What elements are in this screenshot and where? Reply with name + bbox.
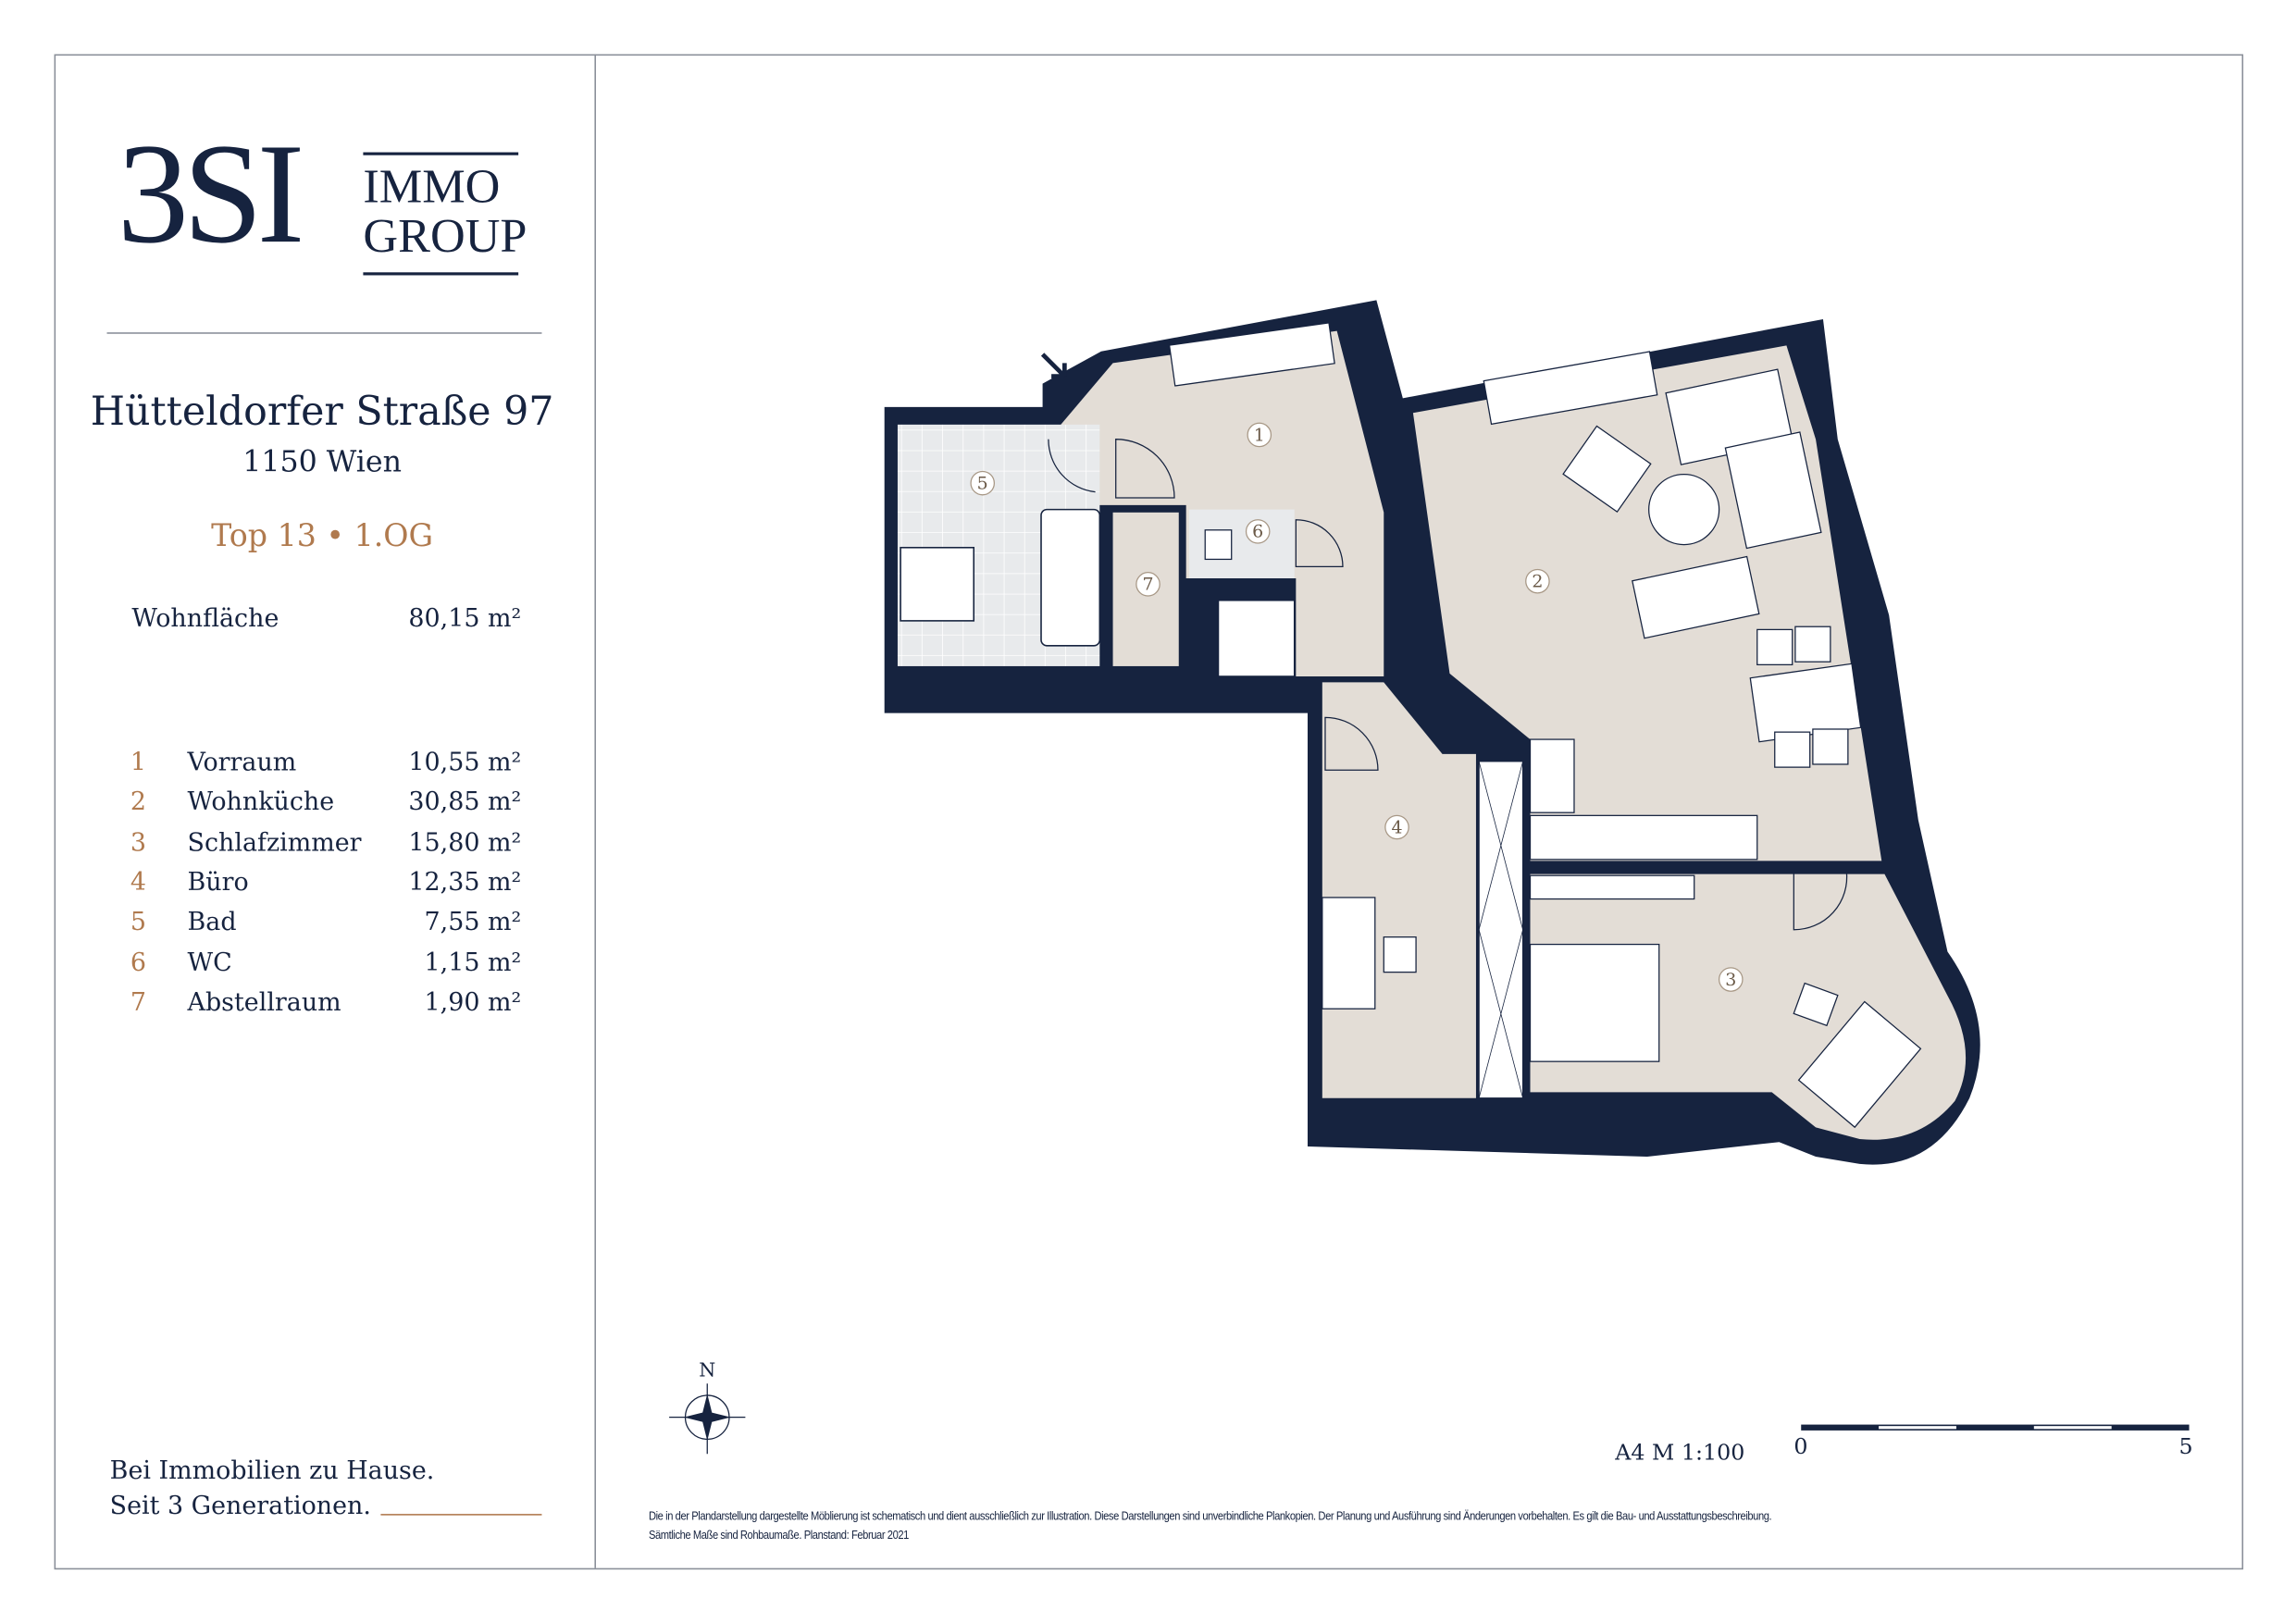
wardrobe [1478, 761, 1524, 1099]
logo-rule [363, 152, 519, 155]
entry-arrow-icon [1040, 353, 1067, 379]
room-number-markers: 1 2 3 4 5 6 7 [970, 422, 1744, 992]
room-list-area: 30,85 m² [408, 787, 522, 818]
tagline-1: Bei Immobilien zu Hause. [109, 1456, 435, 1487]
room-list-number: 6 [130, 948, 146, 978]
tagline-rule [380, 1514, 542, 1516]
living-area-label: Wohnfläche [131, 604, 279, 635]
room-list-area: 15,80 m² [408, 827, 522, 858]
compass-icon: N [669, 1358, 746, 1455]
furniture [1168, 322, 1922, 1129]
room-list-name: Abstellraum [187, 987, 341, 1018]
panel-divider [594, 54, 596, 1568]
room-vorraum [1048, 330, 1384, 677]
address-street: Hütteldorfer Straße 97 [90, 389, 554, 435]
room-list-number: 2 [130, 787, 146, 818]
doors [1048, 439, 1848, 931]
logo-mark: 3SI [117, 116, 305, 274]
shower-tray [900, 546, 975, 622]
room-list-name: Büro [187, 868, 249, 898]
room-list-name: Wohnküche [187, 787, 335, 818]
scale-end: 5 [2178, 1433, 2193, 1460]
living-area-value: 80,15 m² [408, 604, 522, 635]
room-number-2: 2 [1532, 572, 1543, 592]
room-number-4: 4 [1391, 817, 1402, 837]
page-frame [54, 54, 2244, 1570]
room-list-number: 4 [130, 868, 146, 898]
scale-bar [1801, 1424, 2190, 1431]
tagline-2: Seit 3 Generationen. [109, 1492, 371, 1522]
room-number-6: 6 [1252, 522, 1263, 542]
compass-north-label: N [699, 1358, 715, 1381]
room-list-name: Schlafzimmer [187, 827, 362, 858]
room-number-7: 7 [1142, 575, 1153, 595]
unit-label: Top 13 • 1.OG [211, 518, 434, 554]
room-list-number: 5 [130, 908, 146, 937]
scale-start: 0 [1793, 1433, 1808, 1460]
logo-rule [363, 272, 519, 276]
room-list-name: Vorraum [187, 748, 297, 778]
logo-text-immo: IMMO [363, 161, 501, 215]
room-list-area: 1,15 m² [424, 948, 522, 978]
scale-label: A4 M 1:100 [1615, 1439, 1745, 1466]
room-number-5: 5 [977, 473, 988, 493]
room-list-name: Bad [187, 908, 237, 937]
room-list-number: 7 [130, 987, 146, 1018]
room-number-1: 1 [1254, 425, 1265, 445]
room-list-area: 12,35 m² [408, 868, 522, 898]
room-list-number: 1 [130, 748, 146, 778]
divider [106, 332, 542, 334]
room-number-3: 3 [1725, 970, 1736, 990]
bathtub [1040, 508, 1101, 647]
room-list-area: 1,90 m² [424, 987, 522, 1018]
address-city: 1150 Wien [242, 443, 402, 479]
room-list-number: 3 [130, 827, 146, 858]
disclaimer: Die in der Plandarstellung dargestellte … [648, 1509, 1772, 1542]
logo-text-group: GROUP [363, 210, 527, 264]
room-list-area: 10,55 m² [408, 748, 522, 778]
room-list-area: 7,55 m² [424, 908, 522, 937]
shaft [1217, 599, 1296, 677]
room-list-name: WC [187, 948, 232, 978]
